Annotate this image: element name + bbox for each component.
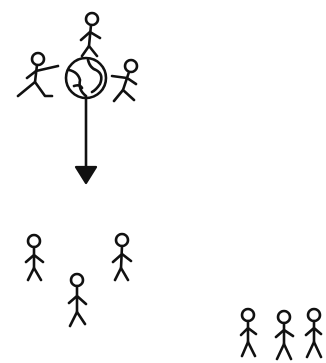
stick-figure-middle-left <box>24 233 45 282</box>
stick-figure-crowd-3 <box>304 307 323 359</box>
stick-figure-right <box>110 58 139 103</box>
stick-figure-crowd-1 <box>239 307 258 358</box>
middle-figure-group <box>24 232 133 328</box>
stick-figure-middle-right <box>111 232 133 282</box>
globe-icon <box>64 56 108 100</box>
stick-figure-left <box>16 51 60 98</box>
bottom-crowd-group <box>239 307 323 361</box>
globe-group <box>16 11 139 103</box>
stick-figure-middle-center <box>67 272 88 328</box>
stick-figure-top <box>79 11 102 58</box>
arrow-down-icon <box>74 97 98 185</box>
stick-figure-crowd-2 <box>274 309 295 361</box>
